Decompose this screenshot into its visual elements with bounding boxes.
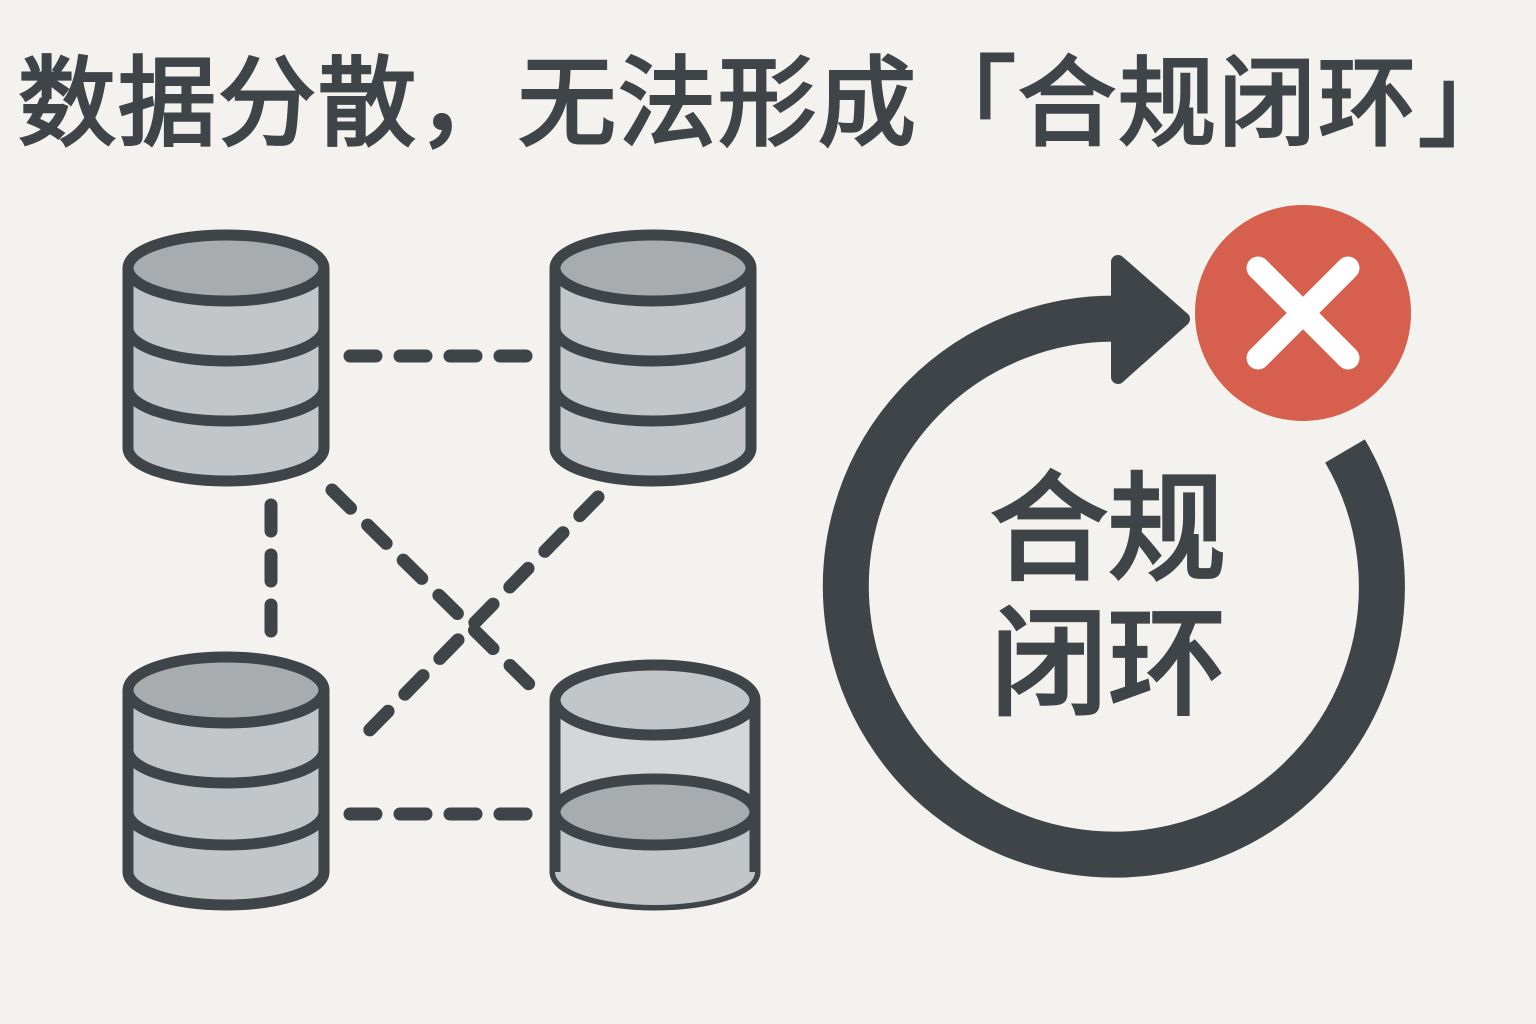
database-top-right bbox=[549, 229, 757, 487]
close-icon bbox=[1246, 256, 1360, 370]
error-badge bbox=[1195, 205, 1411, 421]
database-top-surface bbox=[122, 229, 330, 307]
database-icon bbox=[549, 268, 757, 487]
loop-arc bbox=[822, 295, 1405, 878]
database-icon bbox=[122, 690, 330, 911]
database-band bbox=[122, 327, 330, 367]
arrow-head-icon bbox=[1111, 255, 1190, 384]
database-top-surface bbox=[549, 659, 761, 741]
database-bottom-left bbox=[122, 651, 330, 911]
database-band bbox=[122, 811, 330, 851]
loop-label-line2: 闭环 bbox=[990, 595, 1226, 733]
database-top-surface bbox=[549, 229, 757, 307]
database-band bbox=[122, 387, 330, 427]
database-icon bbox=[122, 268, 330, 487]
connections bbox=[264, 349, 605, 821]
connection-diagonal-down bbox=[325, 483, 542, 697]
database-top-surface bbox=[122, 651, 330, 729]
database-top-left bbox=[122, 229, 330, 487]
page-title: 数据分散，无法形成「合规闭环」 bbox=[17, 47, 1518, 161]
database-bottom-right bbox=[549, 659, 761, 911]
loop-label-line1: 合规 bbox=[990, 460, 1226, 598]
database-inner-level bbox=[549, 773, 761, 851]
compliance-loop: 合规 闭环 bbox=[822, 255, 1405, 878]
database-band bbox=[122, 749, 330, 789]
database-band bbox=[549, 327, 757, 367]
database-band bbox=[549, 387, 757, 427]
connection-diagonal-up bbox=[348, 490, 605, 752]
